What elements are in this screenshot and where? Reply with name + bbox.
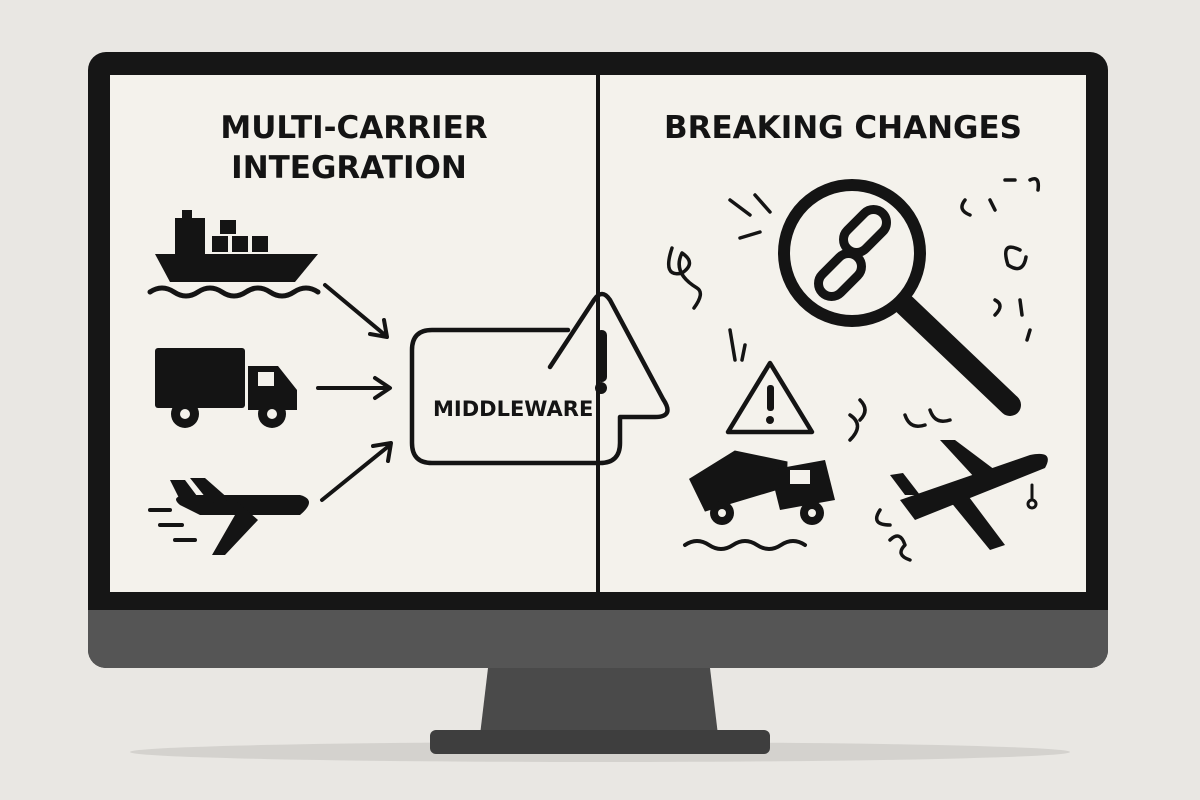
left-title-line2: INTEGRATION [231,150,467,186]
falling-airplane-icon [890,440,1048,550]
airplane-icon [148,478,309,555]
warning-triangle-icon [725,360,815,435]
magnifier-broken-link-icon [778,179,1021,416]
arrows-to-middleware [316,283,393,502]
chaos-scribbles [666,177,1041,562]
cargo-ship-icon [147,210,321,299]
delivery-truck-icon [155,348,297,428]
monitor-chin [88,610,1108,668]
middleware-label: MIDDLEWARE [433,397,593,421]
monitor-stand-neck [480,668,718,735]
middleware-box: MIDDLEWARE [409,291,670,466]
warning-exclamation-icon [596,330,607,382]
crashed-truck-icon [683,450,835,551]
right-title: BREAKING CHANGES [664,110,1022,146]
monitor-stand-base [430,730,770,754]
left-title-line1: MULTI-CARRIER [220,110,487,146]
